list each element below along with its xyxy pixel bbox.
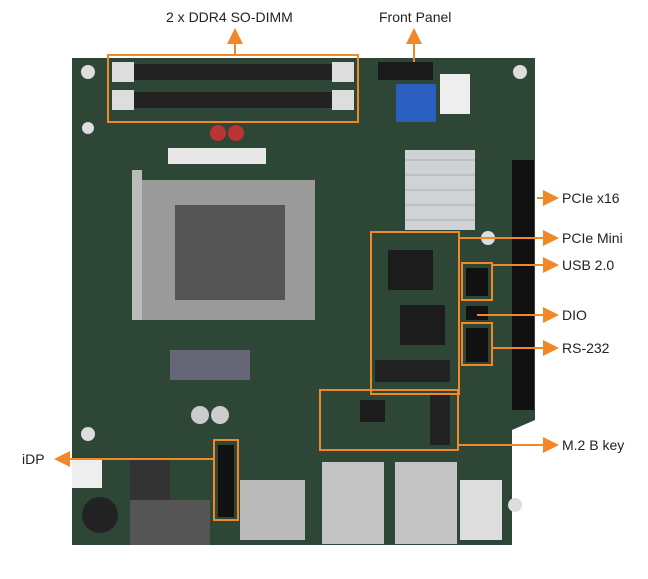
callout-arrows: [54, 28, 559, 467]
label-front-panel: Front Panel: [379, 9, 452, 25]
label-idp: iDP: [22, 451, 45, 467]
label-pcie-x16: PCIe x16: [562, 190, 620, 206]
label-dio: DIO: [562, 307, 587, 323]
highlight-boxes: [107, 54, 493, 521]
label-rs232: RS-232: [562, 340, 610, 356]
label-usb20: USB 2.0: [562, 257, 615, 273]
dimm-slots: [112, 62, 354, 110]
label-pcie-mini: PCIe Mini: [562, 230, 623, 246]
label-ddr4: 2 x DDR4 SO-DIMM: [166, 9, 293, 25]
label-m2: M.2 B key: [562, 437, 625, 453]
